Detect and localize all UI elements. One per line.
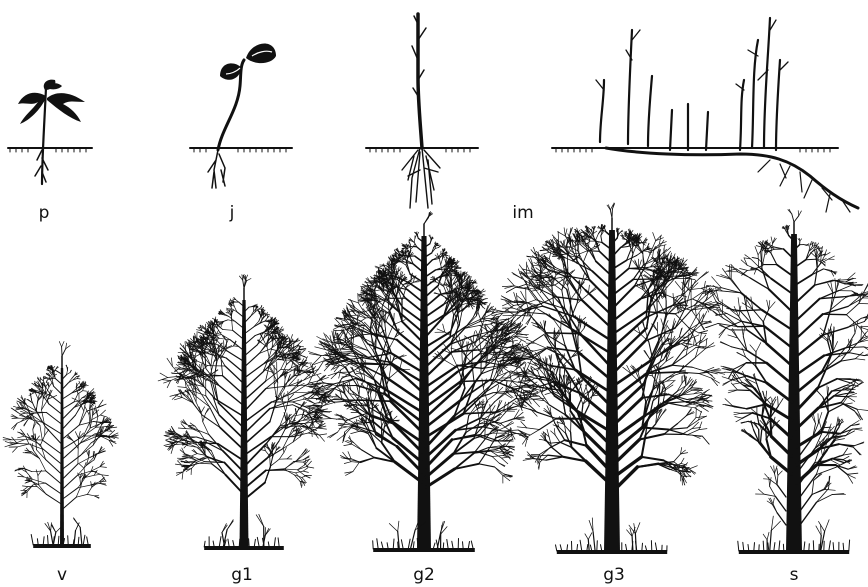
trees-row [3,203,868,554]
stage-label-g3: g3 [603,567,625,584]
soil-line-im-right [552,148,838,152]
tree-g2 [303,212,544,553]
tree-s [702,209,868,554]
stage-label-p: p [39,205,50,222]
stage-label-v: v [57,567,67,584]
stage-label-g2: g2 [413,567,435,584]
sapling-im [402,14,440,208]
seedling-p [18,80,85,184]
tree-v [3,342,118,549]
soil-line-j [190,148,292,152]
stage-label-im: im [512,205,533,222]
stage-label-j: j [230,205,235,222]
stage-label-g1: g1 [231,567,253,584]
juvenile-j [208,43,276,188]
clonal-group-im [596,18,858,212]
soil-line-p [8,148,92,152]
stage-label-s: s [790,567,799,584]
tree-g3 [492,203,725,554]
tree-g1 [158,274,337,550]
